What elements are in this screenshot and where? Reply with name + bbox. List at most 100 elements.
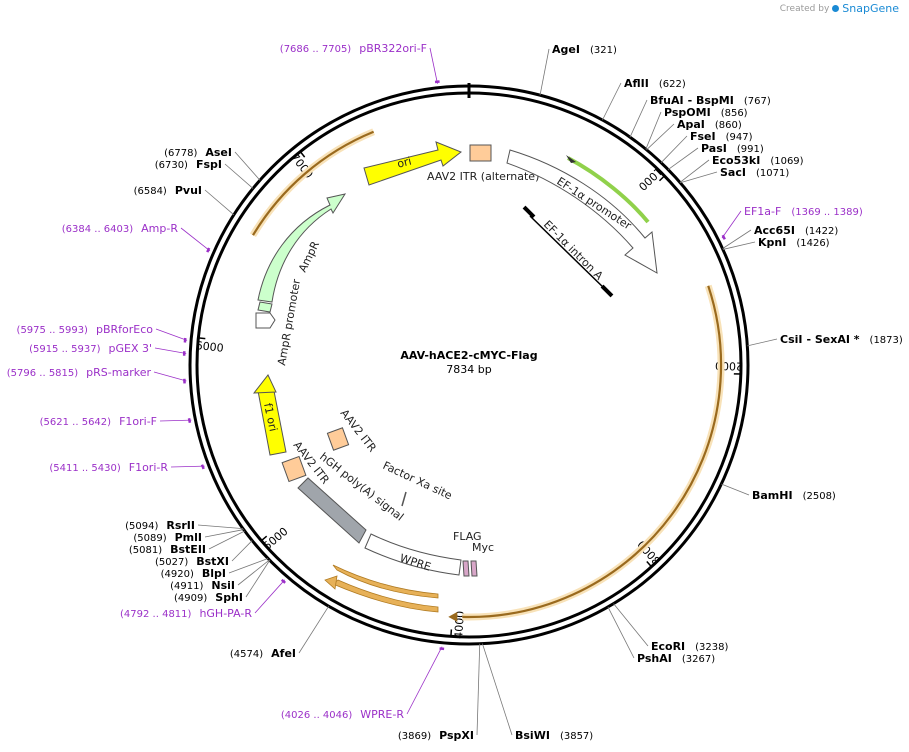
orf-arc-main[interactable] xyxy=(462,285,723,619)
site-agei[interactable]: AgeI(321) xyxy=(539,43,617,96)
site-leader xyxy=(539,48,550,96)
site-leader xyxy=(482,643,513,736)
itr-feature-2[interactable]: AAV2 ITR xyxy=(326,407,379,455)
tick-5000 xyxy=(260,535,268,542)
site-leader xyxy=(721,483,750,496)
primer-wpre-r[interactable]: (4026 .. 4046)WPRE-R xyxy=(281,646,445,721)
primer-leader xyxy=(154,347,187,354)
snapgene-credit: Created by SnapGene xyxy=(780,2,899,15)
site-pmli[interactable]: (5089)PmlI xyxy=(133,529,244,544)
site-leader xyxy=(208,530,245,550)
primer-hgh-pa-r[interactable]: (4792 .. 4811)hGH-PA-R xyxy=(120,578,286,620)
ef1a-promoter-label: EF-1α promoter xyxy=(554,175,634,233)
site-label: BamHI(2508) xyxy=(752,489,836,502)
primer-amp-r[interactable]: (6384 .. 6403)Amp-R xyxy=(62,222,211,253)
site-apai[interactable]: ApaI(860) xyxy=(646,118,742,151)
flag-label: FLAG xyxy=(453,530,482,543)
primer-pbrforeco[interactable]: (5975 .. 5993)pBRforEco xyxy=(17,323,188,343)
site-bsiwi[interactable]: BsiWI(3857) xyxy=(482,643,593,742)
site-saci[interactable]: SacI(1071) xyxy=(680,166,789,184)
ef1a-intron-feature[interactable]: EF-1α intron A xyxy=(522,205,614,298)
f1-ori-label: f1 ori xyxy=(261,402,280,433)
site-bfuai[interactable]: BfuAI- BspMI(767) xyxy=(629,94,771,138)
primer-label: (5621 .. 5642)F1ori-F xyxy=(40,415,157,428)
primer-label: (7686 .. 7705)pBR322ori-F xyxy=(280,42,427,55)
primer-leader xyxy=(159,419,192,422)
site-bsteii[interactable]: (5081)BstEII xyxy=(129,530,245,556)
site-pasi[interactable]: PasI(991) xyxy=(667,142,764,170)
site-pspxi[interactable]: (3869)PspXI xyxy=(398,643,481,742)
site-pvui[interactable]: (6584)PvuI xyxy=(134,184,235,216)
site-label: SacI(1071) xyxy=(720,166,789,179)
site-bamhi[interactable]: BamHI(2508) xyxy=(721,483,836,502)
orf-small-2[interactable] xyxy=(332,564,439,599)
site-leader xyxy=(722,241,756,250)
site-afei[interactable]: (4574)AfeI xyxy=(230,605,330,660)
ampr-feature[interactable]: AmpR AmpR promoter xyxy=(255,193,347,367)
factor-xa-label: Factor Xa site xyxy=(381,459,455,502)
myc-label: Myc xyxy=(472,541,494,554)
primer-f1ori-f[interactable]: (5621 .. 5642)F1ori-F xyxy=(40,415,192,428)
site-pspomi[interactable]: PspOMI(856) xyxy=(645,106,748,150)
site-leader xyxy=(667,147,699,170)
itr-alternate-feature[interactable]: AAV2 ITR (alternate) xyxy=(427,144,539,183)
site-aflii[interactable]: AflII(622) xyxy=(602,77,686,121)
ori-feature[interactable]: ori xyxy=(363,141,462,186)
site-fspi[interactable]: (6730)FspI xyxy=(155,158,254,189)
wpre-feature[interactable]: WPRE xyxy=(364,533,462,576)
site-acc65i[interactable]: Acc65I(1422) xyxy=(722,224,839,249)
primer-leader xyxy=(180,227,211,252)
site-label: (4909)SphI xyxy=(174,591,243,604)
orf-arc-left[interactable] xyxy=(252,130,375,236)
site-bstxi[interactable]: (5027)BstXI xyxy=(155,540,253,568)
site-csii[interactable]: CsiI- SexAI *(1873) xyxy=(747,333,903,347)
site-label: (4911)NsiI xyxy=(170,579,235,592)
orf-small-1[interactable] xyxy=(324,575,439,613)
site-label: Eco53kI(1069) xyxy=(712,154,804,167)
primer-prs-marker[interactable]: (5796 .. 5815)pRS-marker xyxy=(7,366,187,384)
primer-label: (4792 .. 4811)hGH-PA-R xyxy=(120,607,252,620)
site-asei[interactable]: (6778)AseI xyxy=(164,146,261,181)
site-ecori[interactable]: EcoRI(3238) xyxy=(613,603,729,653)
site-label: (6778)AseI xyxy=(164,146,232,159)
site-leader xyxy=(298,605,330,654)
site-pshai[interactable]: PshAI(3267) xyxy=(607,606,715,665)
flag-myc-feature[interactable]: FLAG Myc xyxy=(453,530,494,577)
site-blpi[interactable]: (4920)BlpI xyxy=(161,558,269,580)
site-fsei[interactable]: FseI(947) xyxy=(660,130,753,163)
site-nsii[interactable]: (4911)NsiI xyxy=(170,559,270,592)
site-leader xyxy=(602,82,622,121)
site-label: EcoRI(3238) xyxy=(651,640,729,653)
site-sphi[interactable]: (4909)SphI xyxy=(174,560,271,604)
primer-label: EF1a-F(1369 .. 1389) xyxy=(744,205,863,218)
site-label: (5089)PmlI xyxy=(133,531,202,544)
credit-brand: SnapGene xyxy=(842,2,899,15)
plasmid-length: 7834 bp xyxy=(446,363,491,376)
tick-7000 xyxy=(299,151,306,158)
f1-ori-feature[interactable]: f1 ori xyxy=(252,374,287,456)
tick-label-6000: 6000 xyxy=(195,339,224,355)
site-label: PspOMI(856) xyxy=(664,106,748,119)
site-label: (5081)BstEII xyxy=(129,543,206,556)
site-label: (4920)BlpI xyxy=(161,567,226,580)
site-label: (5027)BstXI xyxy=(155,555,229,568)
site-rsrii[interactable]: (5094)RsrII xyxy=(125,519,244,532)
primer-sites: (7686 .. 7705)pBR322ori-F EF1a-F(1369 .. … xyxy=(7,42,863,721)
tick-3000 xyxy=(646,560,653,568)
orf-arcs xyxy=(249,128,725,622)
primer-pgex-3-[interactable]: (5915 .. 5937)pGEX 3' xyxy=(29,342,187,356)
tick-1000 xyxy=(658,175,666,182)
tick-label-5000: 5000 xyxy=(261,525,291,553)
site-label: Acc65I(1422) xyxy=(754,224,838,237)
site-eco53ki[interactable]: Eco53kI(1069) xyxy=(679,154,804,183)
site-kpni[interactable]: KpnI(1426) xyxy=(722,236,830,250)
primer-f1ori-r[interactable]: (5411 .. 5430)F1ori-R xyxy=(49,461,205,474)
primer-bar xyxy=(206,247,211,253)
factor-xa-feature[interactable]: Factor Xa site xyxy=(381,459,455,507)
primer-ef1a-f[interactable]: EF1a-F(1369 .. 1389) xyxy=(721,205,863,240)
ampr-promoter-label: AmpR promoter xyxy=(275,278,303,367)
site-leader xyxy=(679,159,710,183)
site-leader xyxy=(629,99,648,138)
site-leader xyxy=(722,229,752,249)
primer-pbr322ori-f[interactable]: (7686 .. 7705)pBR322ori-F xyxy=(280,42,440,84)
